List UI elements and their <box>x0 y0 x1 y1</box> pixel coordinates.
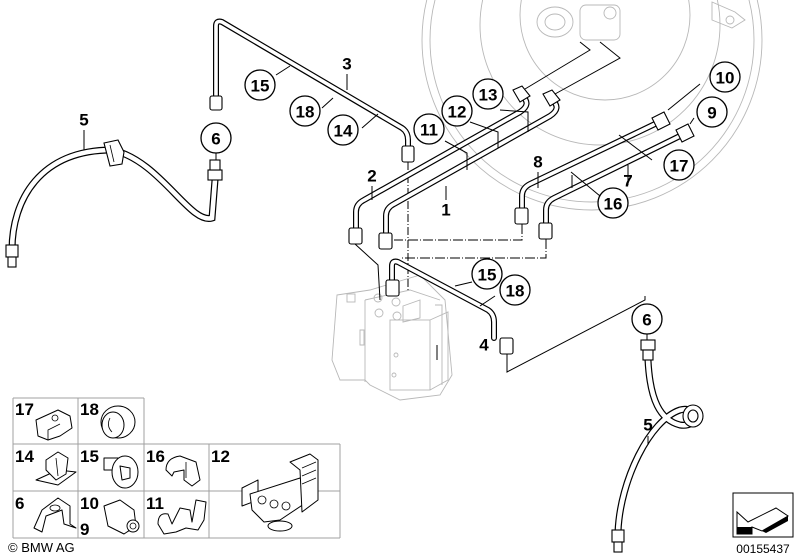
svg-text:18: 18 <box>80 400 99 419</box>
grid-cell-12: 12 <box>211 447 319 532</box>
svg-text:6: 6 <box>15 494 24 513</box>
copyright-text: © BMW AG <box>8 540 75 555</box>
callout-15-top: 15 <box>244 69 276 101</box>
svg-text:13: 13 <box>479 86 498 105</box>
callout-2: 2 <box>367 167 376 186</box>
svg-text:18: 18 <box>506 282 525 301</box>
grid-cell-17: 17 <box>15 400 73 441</box>
pipe-clip-icon <box>165 455 201 487</box>
brake-pipe-7-8 <box>394 111 695 259</box>
svg-text:12: 12 <box>211 447 230 466</box>
bracket-clip-icon <box>35 409 73 441</box>
circled-callouts: 6 15 18 14 11 12 13 10 <box>200 61 741 335</box>
pipe-holder-multiple-icon <box>241 453 319 532</box>
svg-text:6: 6 <box>211 130 220 149</box>
brake-hose-right <box>611 339 704 553</box>
callout-13: 13 <box>472 78 504 110</box>
callout-11: 11 <box>413 113 445 145</box>
svg-text:17: 17 <box>15 400 34 419</box>
svg-text:10: 10 <box>80 494 99 513</box>
grid-cell-18: 18 <box>80 400 136 439</box>
abs-unit-ghost <box>331 274 453 401</box>
pipe-holder-icon <box>35 451 77 486</box>
grommet-icon <box>100 405 136 439</box>
callout-14: 14 <box>327 114 359 146</box>
push-in-clip-icon <box>103 455 139 489</box>
svg-text:10: 10 <box>716 69 735 88</box>
svg-text:15: 15 <box>478 266 497 285</box>
svg-text:11: 11 <box>146 494 164 513</box>
svg-text:11: 11 <box>420 121 438 140</box>
grid-cell-15: 15 <box>80 447 139 489</box>
svg-text:15: 15 <box>80 447 99 466</box>
direction-arrow-icon <box>732 492 794 538</box>
diagram-number: 00155437 <box>736 542 790 556</box>
double-clip-icon <box>157 499 207 535</box>
brake-booster-ghost <box>421 0 763 211</box>
svg-text:15: 15 <box>251 77 270 96</box>
svg-text:12: 12 <box>448 103 467 122</box>
svg-text:14: 14 <box>334 122 353 141</box>
svg-text:17: 17 <box>670 157 689 176</box>
callout-18-bottom: 18 <box>499 274 531 306</box>
callout-18-top: 18 <box>289 95 321 127</box>
brake-hose-left <box>5 139 223 268</box>
callout-6-right: 6 <box>631 303 663 335</box>
parts-grid: 17 18 14 15 <box>12 397 341 539</box>
grid-cell-10-9: 10 9 <box>80 494 140 539</box>
callout-3: 3 <box>342 55 351 74</box>
callout-7: 7 <box>623 172 632 191</box>
plain-callouts: 5 3 2 1 8 7 4 5 <box>79 55 652 435</box>
callout-12: 12 <box>441 95 473 127</box>
grid-cell-14: 14 <box>15 447 77 486</box>
leader-lines <box>83 65 701 445</box>
union-nut-icon <box>103 499 140 535</box>
svg-text:16: 16 <box>146 447 165 466</box>
callout-6-left: 6 <box>200 122 232 154</box>
callout-5-left: 5 <box>79 111 88 130</box>
callout-9: 9 <box>696 96 728 128</box>
svg-text:9: 9 <box>80 520 89 539</box>
holder-bracket-icon <box>33 497 77 533</box>
brake-pipe-1-2 <box>348 41 621 250</box>
callout-4: 4 <box>479 336 489 355</box>
callout-15-bottom: 15 <box>471 258 503 290</box>
brake-pipe-4 <box>354 243 646 373</box>
svg-text:18: 18 <box>296 103 315 122</box>
svg-text:16: 16 <box>604 195 623 214</box>
brake-pipe-3 <box>209 18 415 290</box>
callout-16: 16 <box>597 187 629 219</box>
callout-1: 1 <box>441 201 450 220</box>
grid-cell-16: 16 <box>146 447 201 487</box>
callout-5-right: 5 <box>643 416 652 435</box>
callout-8: 8 <box>533 153 542 172</box>
svg-text:14: 14 <box>15 447 34 466</box>
callout-17: 17 <box>663 149 695 181</box>
grid-cell-11: 11 <box>146 494 207 535</box>
svg-text:6: 6 <box>642 311 651 330</box>
grid-cell-6: 6 <box>15 494 77 533</box>
callout-10: 10 <box>709 61 741 93</box>
svg-text:9: 9 <box>707 104 716 123</box>
